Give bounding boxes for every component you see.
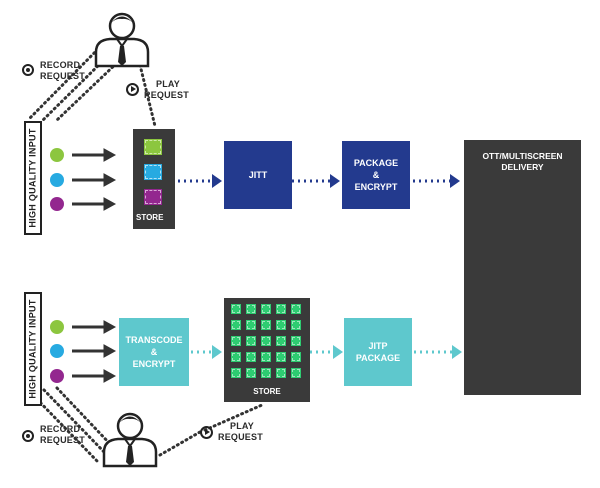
bottom-input-arrows [72,320,117,383]
store-item-green [144,139,162,155]
play-icon [200,426,213,439]
store-grid-cell [276,368,286,378]
store-grid-cell [291,336,301,346]
record-icon [22,430,34,442]
store-grid-cell [246,368,256,378]
bottom-flow-arrows [191,345,462,359]
bottom-store-box: STORE [224,298,310,402]
bottom-record-label: RECORD REQUEST [40,424,85,446]
package-encrypt-box: PACKAGE & ENCRYPT [342,141,410,209]
top-high-quality-input-label: HIGH QUALITY INPUT [24,121,42,235]
bottom-store-label: STORE [253,387,281,396]
store-grid-cell [246,304,256,314]
bottom-input-dot-green [50,320,64,334]
store-grid-cell [231,336,241,346]
jitp-package-box: JITP PACKAGE [344,318,412,386]
store-grid [231,304,305,384]
bottom-play-label-line2: REQUEST [218,432,263,442]
store-grid-cell [276,336,286,346]
store-grid-cell [276,304,286,314]
store-grid-cell [261,304,271,314]
top-input-dot-purple [50,197,64,211]
store-grid-cell [246,320,256,330]
store-grid-cell [291,368,301,378]
top-store-label: STORE [136,213,164,222]
top-record-label: RECORD REQUEST [40,60,85,82]
store-grid-cell [276,320,286,330]
store-grid-cell [291,320,301,330]
store-grid-cell [261,368,271,378]
top-input-arrows [72,148,117,211]
store-grid-cell [261,320,271,330]
person-icon [102,412,158,468]
bottom-input-dot-cyan [50,344,64,358]
transcode-encrypt-box: TRANSCODE & ENCRYPT [119,318,189,386]
bottom-play-label-line1: PLAY [230,421,254,431]
store-grid-cell [291,352,301,362]
store-grid-cell [231,304,241,314]
store-grid-cell [261,352,271,362]
bottom-record-label-line1: RECORD [40,424,81,434]
top-play-label-line2: REQUEST [144,90,189,100]
store-grid-cell [231,320,241,330]
top-input-dot-green [50,148,64,162]
bottom-high-quality-input-label: HIGH QUALITY INPUT [24,292,42,406]
top-flow-arrows [178,174,460,188]
store-item-cyan [144,164,162,180]
top-record-label-line1: RECORD [40,60,81,70]
bottom-input-label-text: HIGH QUALITY INPUT [28,299,38,399]
top-input-label-text: HIGH QUALITY INPUT [28,128,38,228]
top-input-dot-cyan [50,173,64,187]
jitt-box: JITT [224,141,292,209]
bottom-record-label-line2: REQUEST [40,435,85,445]
play-icon [126,83,139,96]
bottom-play-label: PLAY REQUEST [218,421,263,443]
store-grid-cell [261,336,271,346]
bottom-input-dot-purple [50,369,64,383]
top-play-label: PLAY REQUEST [144,79,189,101]
delivery-title: OTT/MULTISCREEN DELIVERY [482,151,563,172]
top-record-label-line2: REQUEST [40,71,85,81]
store-grid-cell [276,352,286,362]
top-play-label-line1: PLAY [156,79,180,89]
person-icon [94,12,150,68]
store-grid-cell [246,352,256,362]
store-grid-cell [246,336,256,346]
top-store-box: STORE [133,129,175,229]
store-item-purple [144,189,162,205]
store-grid-cell [231,352,241,362]
store-grid-cell [231,368,241,378]
store-grid-cell [291,304,301,314]
record-icon [22,64,34,76]
ott-multiscreen-delivery-panel: OTT/MULTISCREEN DELIVERY [464,140,581,395]
